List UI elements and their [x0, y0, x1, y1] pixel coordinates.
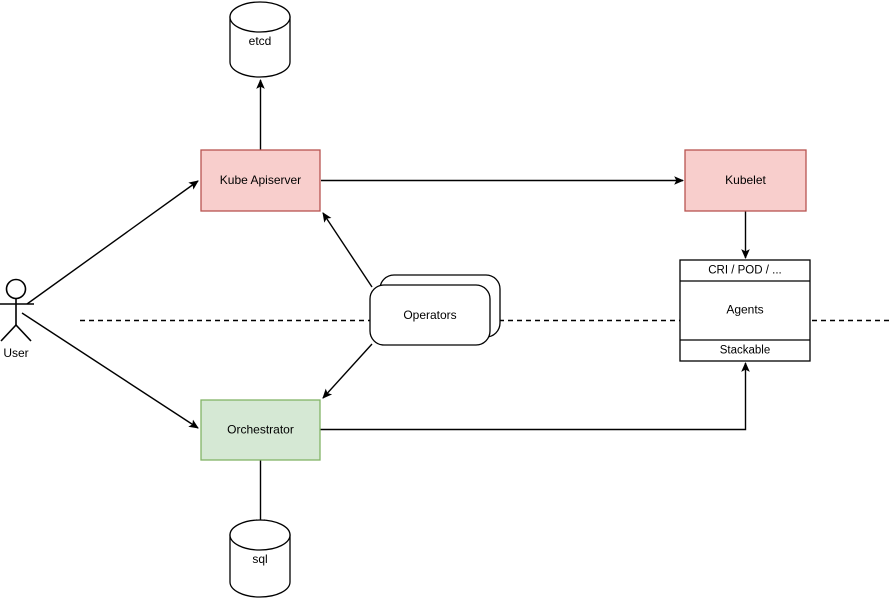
orchestrator-label: Orchestrator	[227, 423, 294, 437]
node-sql[interactable]: sql	[229, 519, 291, 598]
node-agents[interactable]: CRI / POD / ... Agents Stackable	[679, 259, 811, 362]
kube-apiserver-box	[200, 149, 321, 212]
agents-footer-label: Stackable	[720, 345, 771, 357]
kubelet-box	[684, 149, 807, 212]
agents-header-label: CRI / POD / ...	[708, 265, 781, 277]
user-right-leg-icon	[15, 324, 32, 342]
operators-label: Operators	[403, 308, 456, 322]
edge-operators-to-kube-apiserver	[322, 212, 373, 288]
etcd-cylinder-top	[229, 1, 291, 33]
kube-apiserver-label: Kube Apiserver	[220, 173, 301, 187]
node-kube-apiserver[interactable]: Kube Apiserver	[200, 149, 321, 212]
etcd-cylinder-body	[229, 16, 291, 78]
user-left-leg-icon	[0, 324, 17, 342]
node-etcd[interactable]: etcd	[229, 1, 291, 78]
sql-label: sql	[252, 552, 267, 566]
edge-operators-to-orchestrator	[322, 343, 373, 399]
node-orchestrator[interactable]: Orchestrator	[200, 399, 321, 461]
edge-orchestrator-to-stackable	[320, 362, 750, 431]
sql-cylinder-body	[229, 534, 291, 598]
kubelet-label: Kubelet	[725, 173, 766, 187]
user-label: User	[3, 346, 28, 360]
edge-user-to-orchestrator	[21, 312, 199, 429]
user-head-icon	[5, 278, 27, 300]
edge-user-to-kube-apiserver	[26, 180, 199, 305]
agents-body-label: Agents	[726, 303, 763, 317]
node-operators[interactable]: Operators	[369, 274, 501, 346]
node-user[interactable]: User	[0, 278, 34, 361]
orchestrator-box	[200, 399, 321, 461]
sql-cylinder-top	[229, 519, 291, 551]
etcd-label: etcd	[249, 34, 272, 48]
node-kubelet[interactable]: Kubelet	[684, 149, 807, 212]
agents-box	[679, 259, 811, 362]
operators-front-card	[369, 284, 491, 346]
